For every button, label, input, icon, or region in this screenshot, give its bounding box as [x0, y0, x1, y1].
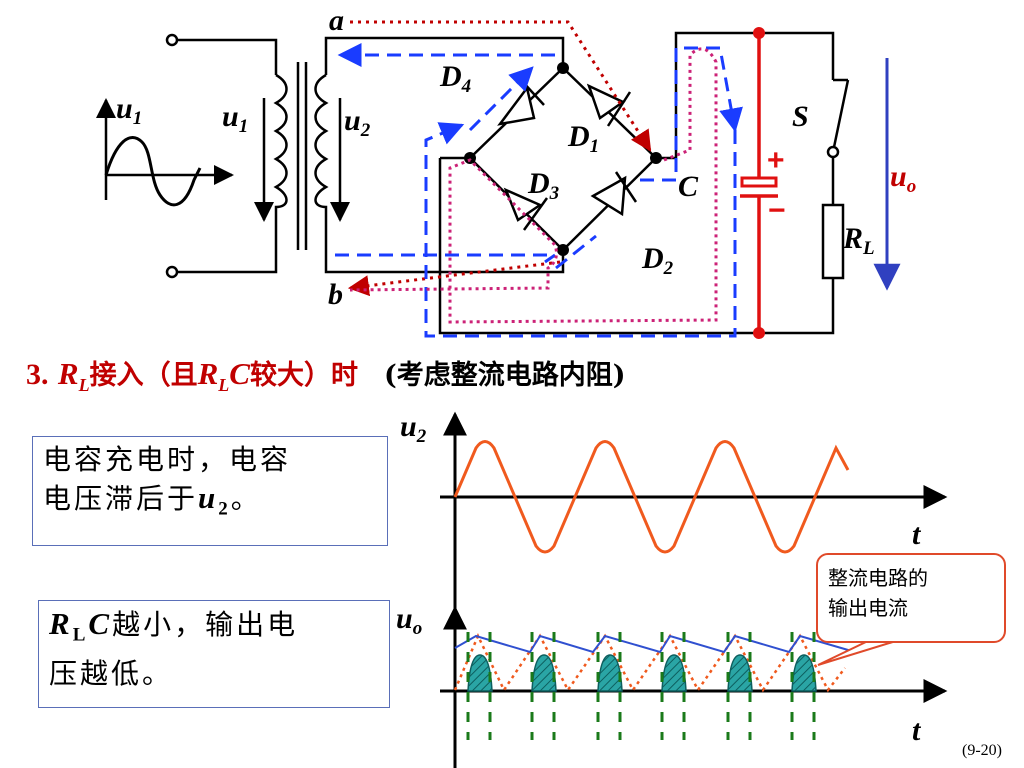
graph2-ylabel: uo [396, 602, 422, 639]
heading-text-2: 较大）时 [249, 360, 358, 391]
u2-waveform [453, 440, 850, 554]
rl-label: RL [842, 222, 875, 259]
diode-d4 [497, 79, 545, 126]
switch-s [826, 78, 850, 159]
page-number: (9-20) [962, 742, 1002, 759]
d1-label: D1 [567, 120, 599, 157]
minus-sign: − [768, 194, 786, 227]
box1-line1: 电容充电时，电容 [43, 443, 292, 476]
input-terminal-top [165, 33, 179, 47]
output-wires [438, 31, 845, 335]
callout-line1: 整流电路的 [828, 566, 928, 590]
box1-line2: 电压滞后于u2。 [43, 480, 262, 520]
transformer [165, 33, 565, 279]
capacitor [740, 27, 778, 339]
rectified-dotted-wave [453, 632, 846, 693]
pink-current-path [349, 47, 718, 324]
diode-d2 [590, 171, 638, 217]
graph1-ylabel: u2 [400, 410, 427, 447]
u1-label: u1 [222, 100, 248, 137]
red-current-path [347, 20, 652, 297]
heading-number: 3. [26, 358, 49, 391]
diode-d3 [503, 187, 549, 231]
diode-d1 [586, 83, 632, 127]
d2-label: D2 [641, 242, 674, 279]
callout-rectifier-current: 整流电路的 输出电流 [816, 553, 1006, 643]
input-terminal-bottom [165, 265, 179, 279]
switch-s-label: S [792, 100, 809, 133]
heading-note: (考虑整流电路内阻) [383, 360, 626, 391]
d4-label: D4 [439, 60, 471, 97]
u2-label: u2 [344, 104, 371, 141]
box2-line1: RLC越小，输出电 [49, 606, 299, 646]
heading-text-1: 接入（且 [89, 360, 198, 391]
text-box-charging: 电容充电时，电容 电压滞后于u2。 [32, 436, 388, 546]
load-resistor [821, 203, 845, 280]
input-sine-sketch [96, 98, 234, 207]
graph2-xlabel: t [912, 714, 922, 747]
u1-left-label: u1 [116, 92, 142, 129]
output-envelope [454, 634, 856, 654]
uo-label: uo [890, 160, 916, 197]
box2-line2: 压越低。 [49, 656, 174, 690]
charging-current-pulses [467, 654, 817, 692]
conduction-dash-markers [466, 632, 816, 740]
section-heading: 3. RL接入（且RLC较大）时 (考虑整流电路内阻) [26, 354, 626, 396]
heading-rlc: RLC [197, 356, 250, 396]
d3-label: D3 [527, 167, 559, 204]
text-box-rlc: RLC越小，输出电 压越低。 [38, 600, 390, 708]
capacitor-c-label: C [678, 170, 699, 203]
graph1-xlabel: t [912, 518, 922, 551]
heading-rl: RL [57, 356, 90, 396]
blue-current-path [335, 43, 743, 338]
plus-sign: + [767, 144, 785, 177]
callout-line2: 输出电流 [828, 596, 908, 620]
node-a-label: a [329, 4, 344, 37]
bridge-nodes [464, 62, 662, 256]
graph-uo [440, 605, 948, 768]
node-b-label: b [328, 278, 343, 311]
